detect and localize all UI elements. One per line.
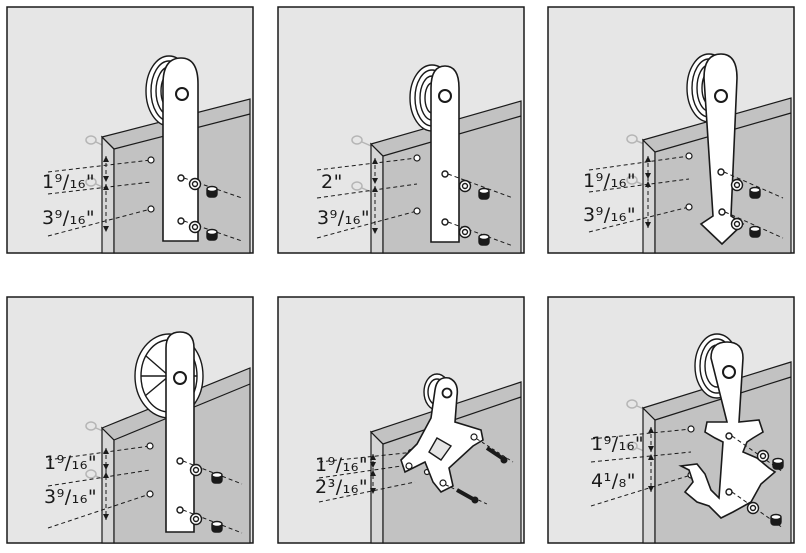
washers (189, 463, 203, 526)
dimension-lines (47, 445, 151, 529)
panel-j-strap: 1⁹/₁₆" 3⁹/₁₆" (6, 6, 254, 254)
dimension-arrows (370, 454, 376, 494)
panel-anchor-strap: 1⁹/₁₆" 4¹/₈" (547, 296, 795, 544)
anchor-strap (678, 341, 777, 519)
diamond-cutout (428, 437, 453, 461)
dimension-label-bottom: 3⁹/₁₆" (317, 207, 371, 229)
dimension-arrows (103, 448, 109, 520)
dimension-lines (47, 156, 152, 237)
dimension-lines (590, 427, 692, 507)
strap-holes (177, 174, 185, 225)
panel-illustration (547, 296, 795, 544)
washers (730, 178, 744, 231)
washers (188, 177, 202, 234)
door-holes (147, 156, 155, 213)
panel-illustration (547, 6, 795, 254)
panel-illustration (6, 6, 254, 254)
dimension-label-bottom: 4¹/₈" (591, 470, 636, 492)
door-holes (685, 152, 693, 211)
panel-illustration (6, 296, 254, 544)
dimension-label-bottom: 3⁹/₁₆" (44, 486, 98, 508)
strap (162, 57, 199, 242)
screw-axis-lines (445, 438, 514, 505)
axle-bolt (173, 371, 187, 385)
screws (456, 446, 508, 504)
axle-bolt (175, 87, 189, 101)
diamond-bracket (400, 376, 484, 494)
dimension-arrows (372, 158, 378, 234)
bracket-holes (405, 433, 478, 487)
axle-bolt (722, 365, 736, 379)
nuts (749, 186, 761, 238)
panel-straight-strap: 2" 3⁹/₁₆" (277, 6, 525, 254)
axle-bolt (441, 387, 453, 399)
axle-bolt (438, 89, 452, 103)
axle-bolt (714, 89, 728, 103)
door-holes (413, 154, 421, 215)
dimension-label-top: 1⁹/₁₆" (315, 454, 369, 476)
dimension-label-bottom: 3⁹/₁₆" (583, 204, 637, 226)
dimension-arrows (103, 156, 109, 232)
dimension-lines (318, 451, 416, 503)
door-edge (101, 135, 115, 254)
nuts (206, 185, 218, 241)
washers (746, 449, 770, 515)
door-edge (642, 138, 656, 254)
dimension-label-bottom: 2³/₁₆" (315, 476, 369, 498)
door-edge (101, 426, 115, 544)
washers (458, 179, 472, 239)
nuts (770, 457, 784, 526)
door-holes (146, 442, 154, 498)
panel-illustration (277, 6, 525, 254)
bolt-axis-lines (447, 173, 514, 247)
dimension-arrows (645, 156, 651, 228)
door-edge (642, 406, 656, 544)
dimension-label-bottom: 3⁹/₁₆" (42, 207, 96, 229)
dimension-label-top: 1⁹/₁₆" (591, 433, 645, 455)
panel-diamond-bracket: 1⁹/₁₆" 2³/₁₆" (277, 296, 525, 544)
dimension-lines (316, 157, 418, 239)
dimension-label-top: 1⁹/₁₆" (44, 452, 98, 474)
bolt-axis-lines (723, 171, 784, 239)
dimension-lines (588, 155, 690, 233)
strap (165, 331, 195, 533)
strap (430, 65, 460, 243)
door-edge (370, 430, 384, 544)
nuts (211, 471, 223, 533)
panel-arrow-strap: 1⁹/₁₆" 3⁹/₁₆" (547, 6, 795, 254)
panel-spoked-wheel-strap: 1⁹/₁₆" 3⁹/₁₆" (6, 296, 254, 544)
door-edge (370, 142, 384, 254)
nuts (478, 187, 490, 246)
dimension-arrows (648, 427, 654, 492)
panel-illustration (277, 296, 525, 544)
dimension-label-top: 1⁹/₁₆" (42, 171, 96, 193)
dimension-label-top: 1⁹/₁₆" (583, 170, 637, 192)
dimension-label-top: 2" (321, 171, 343, 193)
